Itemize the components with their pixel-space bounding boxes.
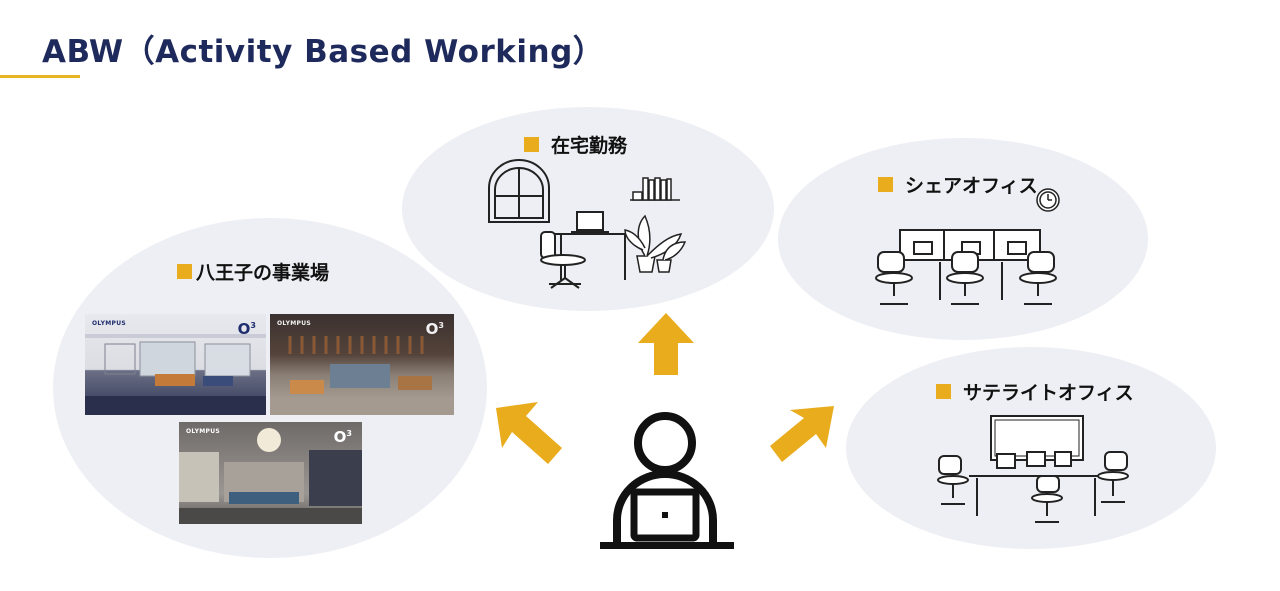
office-photo-1: OLYMPUS O3 [85, 314, 266, 415]
office-photo-2: OLYMPUS O3 [270, 314, 454, 415]
photo-o3-mark: O3 [237, 320, 256, 338]
bubble-home [402, 107, 774, 311]
label-hachioji-text: 八王子の事業場 [196, 262, 330, 284]
person-laptop-icon [600, 412, 734, 549]
photo-brand-logo: OLYMPUS [277, 320, 311, 327]
label-satellite-office: サテライトオフィス [936, 378, 1134, 405]
satellite-office-illustration [937, 415, 1129, 523]
label-satellite-office-text: サテライトオフィス [963, 382, 1134, 404]
label-square-icon [936, 384, 951, 399]
page-title: ABW（Activity Based Working） [42, 34, 605, 70]
arrow-up-icon [638, 313, 694, 375]
photo-o3-mark: O3 [333, 428, 352, 446]
clock-icon [1036, 188, 1060, 212]
window-icon [488, 159, 550, 223]
desk-icon [553, 211, 631, 280]
home-office-illustration [488, 159, 687, 289]
photo-brand-logo: OLYMPUS [186, 428, 220, 435]
office-photo-3: OLYMPUS O3 [179, 422, 362, 524]
title-underline [0, 75, 80, 78]
office-photo-1-scene [85, 334, 266, 415]
label-hachioji: 八王子の事業場 [177, 258, 329, 285]
plant-icon [624, 214, 687, 273]
photo-brand-logo: OLYMPUS [92, 320, 126, 327]
arrow-up-right-icon [770, 406, 834, 462]
meeting-table-icon [969, 451, 1103, 516]
bookshelf-icon [630, 177, 680, 201]
label-square-icon [177, 264, 192, 279]
office-chair-icon [937, 451, 1129, 523]
office-photo-2-scene [270, 336, 454, 415]
office-chair-icon [540, 231, 586, 289]
office-photo-3-scene [179, 428, 362, 524]
share-office-illustration [875, 188, 1060, 305]
label-home: 在宅勤務 [524, 131, 627, 158]
label-share-office-text: シェアオフィス [905, 175, 1038, 197]
label-share-office: シェアオフィス [878, 171, 1038, 198]
label-square-icon [878, 177, 893, 192]
office-chair-icon [875, 251, 1057, 305]
arrow-up-left-icon [496, 402, 562, 464]
label-home-text: 在宅勤務 [551, 135, 628, 157]
label-square-icon [524, 137, 539, 152]
photo-o3-mark: O3 [425, 320, 444, 338]
